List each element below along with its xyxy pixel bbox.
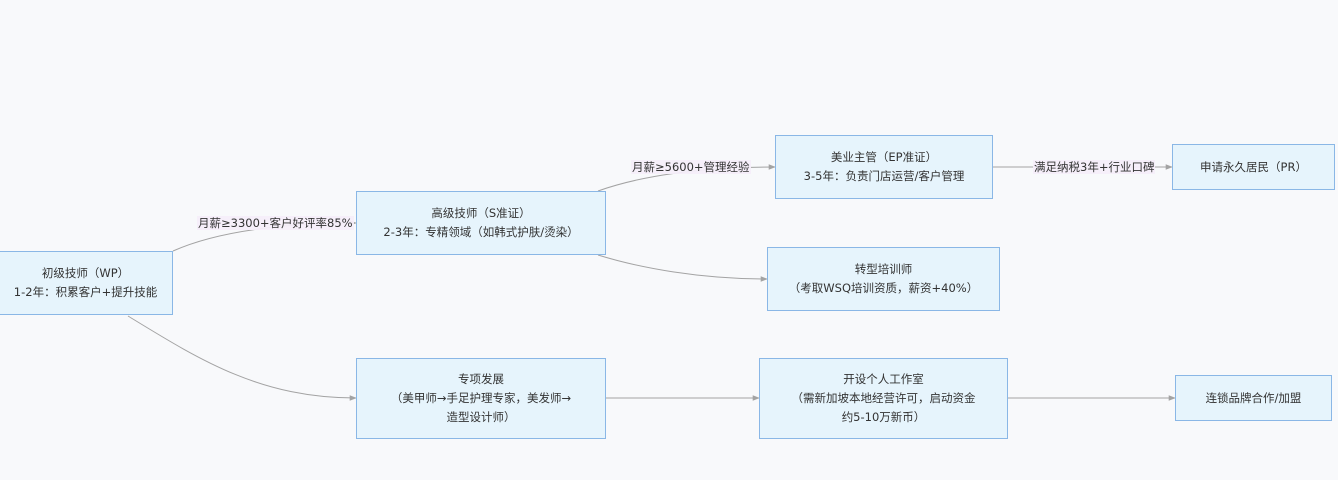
node-pr-line1: 申请永久居民（PR） xyxy=(1200,159,1307,174)
node-senior-line1: 高级技师（S准证） xyxy=(431,206,531,220)
node-supervisor-line1: 美业主管（EP准证） xyxy=(830,150,938,164)
node-studio-line3: 约5-10万新币） xyxy=(841,410,926,424)
node-chain-franchise: 连锁品牌合作/加盟 xyxy=(1175,375,1332,421)
node-senior-line2: 2-3年：专精领域（如韩式护肤/烫染） xyxy=(383,225,579,239)
node-trainer: 转型培训师 （考取WSQ培训资质，薪资+40%） xyxy=(767,247,1000,311)
node-personal-studio: 开设个人工作室 （需新加坡本地经营许可，启动资金 约5-10万新币） xyxy=(759,358,1008,439)
node-senior-technician: 高级技师（S准证） 2-3年：专精领域（如韩式护肤/烫染） xyxy=(356,191,606,255)
node-chain-line1: 连锁品牌合作/加盟 xyxy=(1205,390,1302,405)
node-supervisor-line2: 3-5年：负责门店运营/客户管理 xyxy=(803,169,965,183)
node-trainer-line1: 转型培训师 xyxy=(854,262,913,276)
node-special-line2: （美甲师→手足护理专家，美发师→ xyxy=(390,391,572,405)
node-junior-technician: 初级技师（WP） 1-2年：积累客户+提升技能 xyxy=(0,251,173,315)
node-junior-line1: 初级技师（WP） xyxy=(41,266,130,280)
edge-label-supervisor-to-pr: 满足纳税3年+行业口碑 xyxy=(1033,160,1156,174)
node-special-development: 专项发展 （美甲师→手足护理专家，美发师→ 造型设计师） xyxy=(356,358,606,439)
node-studio-line1: 开设个人工作室 xyxy=(843,372,924,386)
node-trainer-line2: （考取WSQ培训资质，薪资+40%） xyxy=(788,281,979,295)
node-junior-line2: 1-2年：积累客户+提升技能 xyxy=(13,285,158,299)
edge-label-junior-to-senior: 月薪≥3300+客户好评率85% xyxy=(197,216,354,230)
node-beauty-supervisor: 美业主管（EP准证） 3-5年：负责门店运营/客户管理 xyxy=(775,135,993,199)
node-special-line1: 专项发展 xyxy=(458,372,504,386)
node-studio-line2: （需新加坡本地经营许可，启动资金 xyxy=(791,391,976,405)
edge-junior-to-special xyxy=(127,315,357,401)
edge-label-senior-to-supervisor: 月薪≥5600+管理经验 xyxy=(631,160,751,174)
edge-senior-to-trainer xyxy=(597,254,768,282)
node-permanent-resident: 申请永久居民（PR） xyxy=(1172,144,1335,190)
node-special-line3: 造型设计师） xyxy=(446,410,516,424)
